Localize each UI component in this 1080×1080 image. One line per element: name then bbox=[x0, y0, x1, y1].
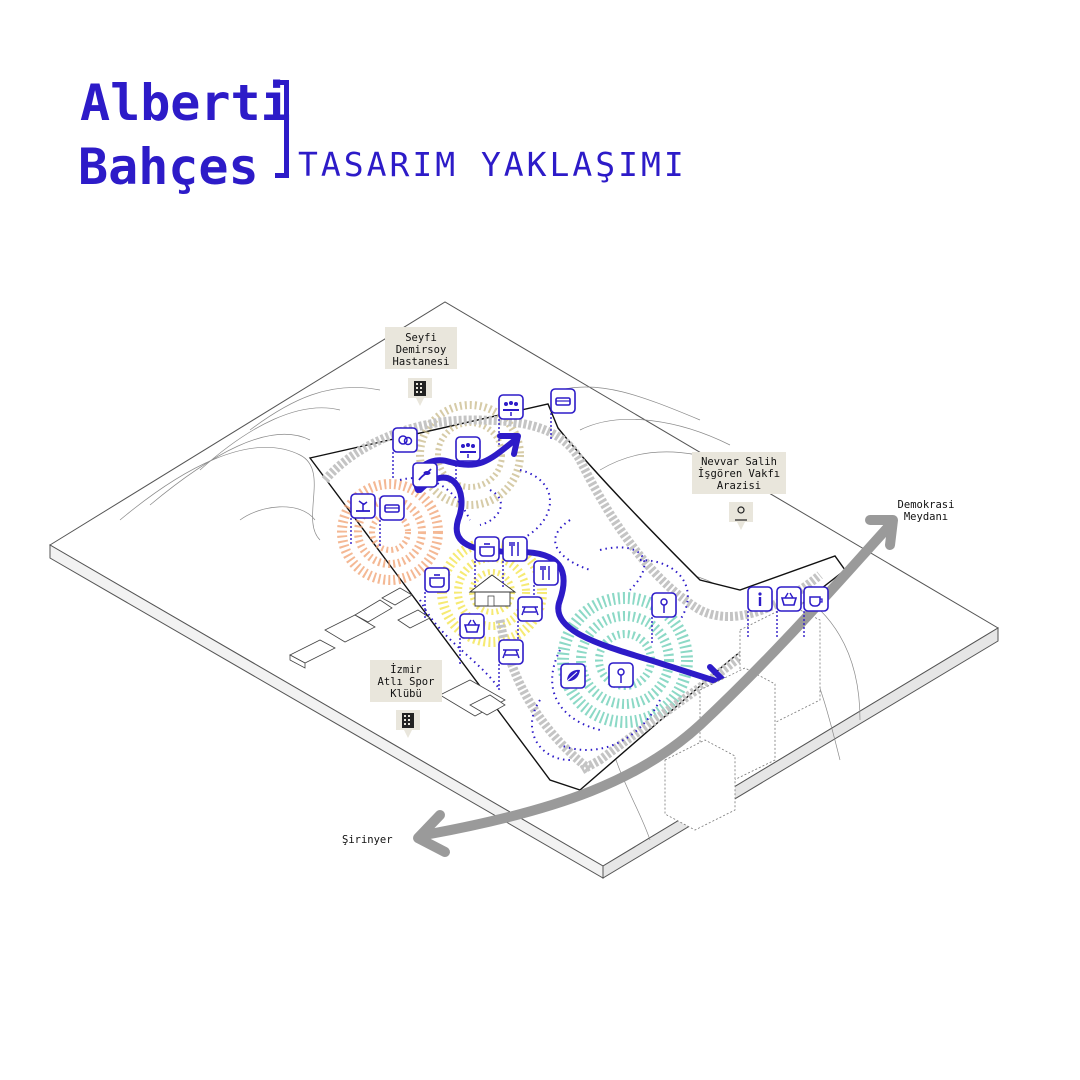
dining-icon bbox=[533, 560, 559, 613]
sports-club-label-line-1: İzmir bbox=[390, 663, 422, 676]
cooking-pot-icon bbox=[424, 567, 450, 620]
road-arrow bbox=[413, 515, 898, 857]
bench-icon bbox=[550, 388, 576, 441]
site-boundary bbox=[308, 403, 846, 791]
sirinyer-label: Şirinyer bbox=[342, 834, 393, 846]
cafe-icon bbox=[803, 586, 829, 639]
market-basket-icon bbox=[776, 586, 802, 639]
market-basket-icon bbox=[459, 613, 485, 666]
foundation-label-line-1: Nevvar Salih bbox=[701, 456, 777, 468]
planting-icon bbox=[350, 493, 376, 546]
hospital-label: Seyfi Demirsoy Hastanesi bbox=[385, 327, 457, 369]
bench-icon bbox=[379, 495, 405, 548]
community-house bbox=[468, 574, 517, 607]
project-title-line-1: Alberti bbox=[80, 74, 291, 132]
flower-icon bbox=[651, 592, 677, 645]
vegetables-icon bbox=[392, 427, 418, 480]
foundation-label-line-2: İşgören Vakfı bbox=[698, 467, 780, 480]
democracy-square-label-line-2: Meydanı bbox=[904, 511, 948, 523]
democracy-square-label: Demokrasi Meydanı bbox=[898, 499, 955, 523]
neighbour-buildings bbox=[289, 587, 506, 717]
dotted-paths bbox=[399, 469, 689, 761]
building-pin-icon bbox=[408, 378, 432, 406]
title-block: Alberti Bahçes TASARIM YAKLAŞIMI bbox=[0, 0, 1080, 220]
sports-club-label: İzmir Atlı Spor Klübü bbox=[370, 660, 442, 702]
zone-orange bbox=[337, 479, 443, 585]
title-bracket bbox=[268, 80, 289, 178]
hospital-label-line-2: Demirsoy bbox=[396, 344, 447, 356]
harvest-icon bbox=[412, 462, 438, 488]
location-pin-icon bbox=[729, 502, 753, 530]
dining-icon bbox=[502, 536, 528, 589]
hospital-label-line-1: Seyfi bbox=[405, 332, 437, 344]
cooking-pot-icon bbox=[474, 536, 500, 589]
activity-icons bbox=[350, 388, 829, 692]
planned-blocks bbox=[664, 604, 821, 831]
leaf-icon bbox=[560, 663, 586, 689]
picnic-table-icon bbox=[498, 639, 524, 692]
sports-club-label-line-2: Atlı Spor bbox=[378, 676, 435, 688]
project-title-line-2: Bahçes bbox=[78, 138, 259, 196]
building-pin-icon bbox=[396, 710, 420, 738]
picnic-table-icon bbox=[517, 596, 543, 649]
democracy-square-label-line-1: Demokrasi bbox=[898, 499, 955, 511]
community-icon bbox=[455, 436, 481, 489]
sports-club-label-line-3: Klübü bbox=[390, 688, 422, 700]
flower-icon bbox=[608, 662, 634, 688]
hospital-label-line-3: Hastanesi bbox=[393, 356, 450, 368]
info-icon bbox=[747, 586, 773, 639]
community-icon bbox=[498, 394, 524, 447]
page-subtitle: TASARIM YAKLAŞIMI bbox=[298, 145, 687, 184]
foundation-label-line-3: Arazisi bbox=[717, 480, 761, 492]
foundation-label: Nevvar Salih İşgören Vakfı Arazisi bbox=[692, 452, 786, 494]
